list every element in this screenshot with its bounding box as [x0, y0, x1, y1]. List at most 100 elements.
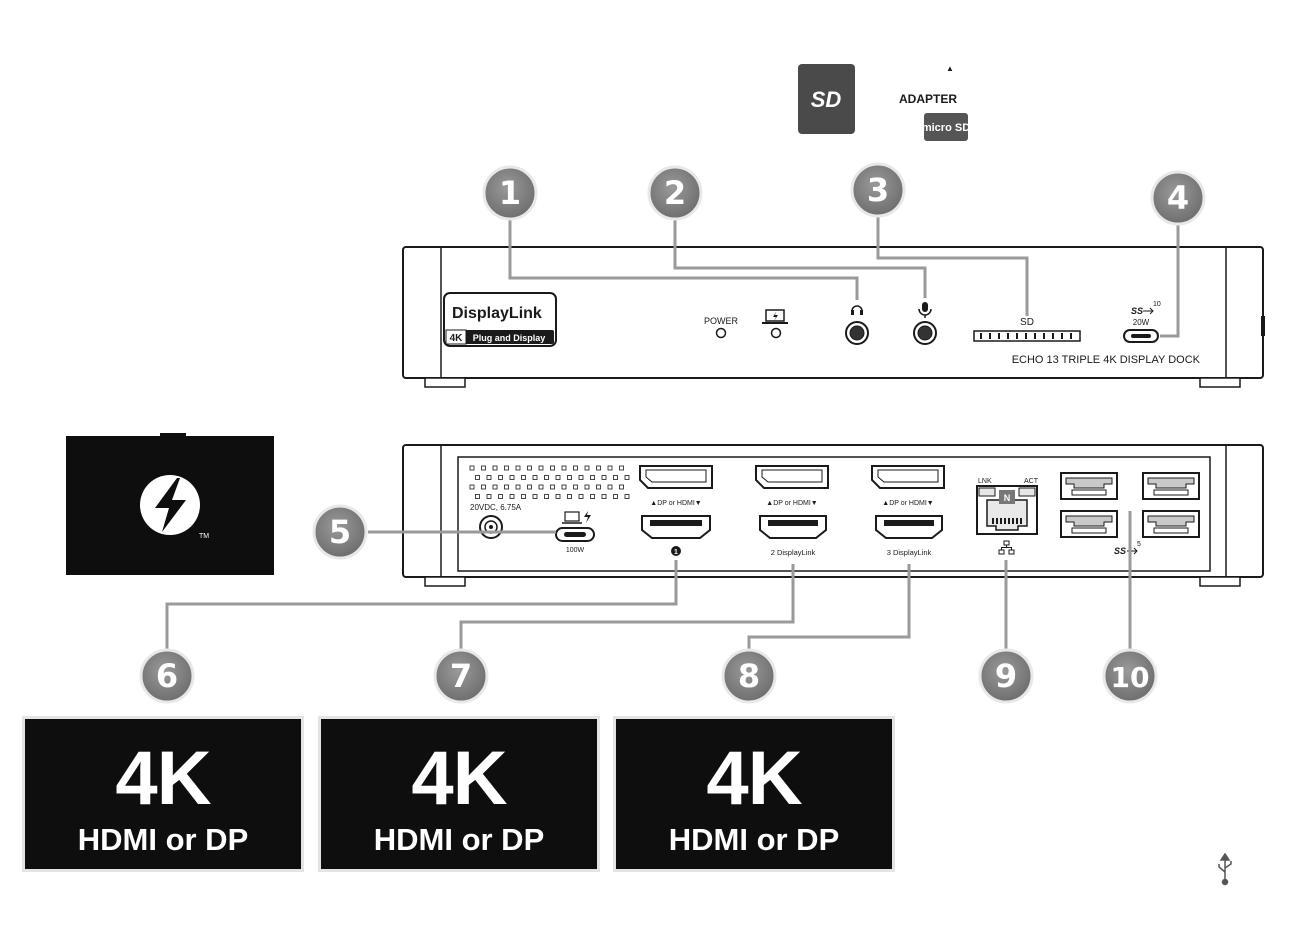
usb-a-port-1[interactable] [1060, 472, 1118, 500]
badge-text: Plug and Display [473, 333, 546, 343]
vent-hole [607, 465, 613, 471]
microphone-icon [918, 302, 932, 318]
display-port-group-3: ▲DP or HDMI▼ 3 DisplayLink [871, 465, 945, 557]
callout-number: 8 [738, 657, 760, 695]
dp-or-hdmi-2: ▲DP or HDMI▼ [766, 500, 817, 507]
lnk-label: LNK [978, 478, 992, 485]
hdmi-port-2[interactable] [759, 515, 827, 539]
sd-card-slot[interactable] [973, 330, 1081, 342]
callout-number: 2 [664, 174, 686, 212]
vent-hole [544, 475, 549, 480]
front-usb-c-port[interactable] [1123, 329, 1159, 343]
vent-hole [527, 465, 532, 471]
vent-hole [509, 494, 515, 499]
vent-hole [521, 475, 526, 480]
vent-hole [469, 465, 475, 471]
back-panel: 20VDC, 6.75A 100W ▲DP or HDMI▼ 1 [402, 444, 1264, 587]
vent-hole [624, 475, 630, 480]
usb-a-port-4[interactable] [1142, 510, 1200, 538]
thunderbolt-host-port[interactable] [555, 527, 595, 542]
display-port-group-1: ▲DP or HDMI▼ 1 [639, 465, 713, 556]
headphone-icon [851, 305, 863, 315]
vent-hole [596, 484, 601, 490]
vent-hole [584, 484, 590, 490]
micro-sd-logo: micro SD [922, 122, 970, 134]
displayport-2[interactable] [755, 465, 829, 489]
usb-a-port-3[interactable] [1060, 510, 1118, 538]
vent-hole [544, 494, 549, 499]
hdmi-port-1[interactable] [641, 515, 711, 539]
vent-hole [486, 475, 492, 480]
usb-icon [1218, 852, 1232, 886]
vent-hole [578, 494, 584, 499]
microphone-jack[interactable] [913, 321, 937, 345]
adapter-label: ADAPTER [899, 92, 957, 106]
dp-or-hdmi-1: ▲DP or HDMI▼ [650, 500, 701, 507]
callout-2: 2 [647, 165, 703, 221]
vent-hole [555, 475, 561, 480]
callout-4: 4 [1150, 170, 1206, 226]
charge-led [770, 327, 782, 339]
host-laptop-icon [562, 511, 591, 524]
svg-text:TM: TM [199, 533, 209, 540]
micro-sd-icon: micro SD [922, 113, 970, 141]
vent-hole [481, 465, 486, 471]
display-port-group-2: ▲DP or HDMI▼ 2 DisplayLink [755, 465, 829, 557]
dp-or-hdmi-3: ▲DP or HDMI▼ [882, 500, 933, 507]
vent-hole [532, 475, 538, 480]
vent-hole [532, 494, 538, 499]
usb-speed: 5 [1137, 541, 1141, 548]
brand-name: DisplayLink [452, 305, 542, 322]
dc-power-jack[interactable] [479, 515, 503, 539]
vent-hole [550, 465, 555, 471]
front-panel: DisplayLink 4K Plug and Display POWER [402, 246, 1265, 388]
usb-a-port-2[interactable] [1142, 472, 1200, 500]
thunderbolt-icon [140, 475, 200, 535]
hdmi-port-3[interactable] [875, 515, 943, 539]
displayport-1[interactable] [639, 465, 713, 489]
callout-3: 3 [850, 162, 906, 218]
callout-1: 1 [482, 165, 538, 221]
callout-number: 9 [995, 657, 1017, 695]
output-1-type: HDMI or DP [77, 822, 249, 857]
vent-hole [498, 475, 503, 480]
act-label: ACT [1024, 478, 1039, 485]
output-3-resolution: 4K [706, 736, 802, 821]
vent-hole [555, 494, 561, 499]
vent-hole [504, 465, 509, 471]
callout-number: 1 [499, 174, 521, 212]
port-3-label: 3 DisplayLink [887, 548, 932, 557]
vent-hole [498, 494, 503, 499]
vent-hole [567, 475, 572, 480]
vent-hole [613, 475, 618, 480]
ss-logo-back: SS [1114, 546, 1126, 556]
ethernet-port[interactable]: N [976, 485, 1038, 535]
displayport-3[interactable] [871, 465, 945, 489]
callout-number: 3 [867, 171, 889, 209]
headphone-jack[interactable] [845, 321, 869, 345]
usb-c-speed: 10 [1153, 301, 1161, 308]
vent-hole [619, 484, 624, 490]
usb-c-power: 20W [1133, 318, 1150, 327]
back-leaders [165, 511, 1132, 660]
vent-hole [567, 494, 572, 499]
model-name: ECHO 13 TRIPLE 4K DISPLAY DOCK [1012, 354, 1201, 366]
vent-hole [584, 465, 590, 471]
ss-logo-front: SS [1131, 306, 1143, 316]
vent-hole [492, 465, 498, 471]
vent-grid [469, 465, 630, 499]
vent-hole [613, 494, 618, 499]
ethernet-icon [998, 540, 1015, 555]
vent-hole [538, 465, 544, 471]
output-1-resolution: 4K [115, 736, 211, 821]
front-leaders [508, 200, 1180, 338]
output-2-type: HDMI or DP [373, 822, 545, 857]
callout-number: 4 [1167, 179, 1189, 217]
callout-number: 10 [1111, 661, 1150, 694]
vent-hole [578, 475, 584, 480]
vent-hole [596, 465, 601, 471]
vent-hole [573, 484, 578, 490]
tb-power-label: 100W [566, 547, 585, 554]
